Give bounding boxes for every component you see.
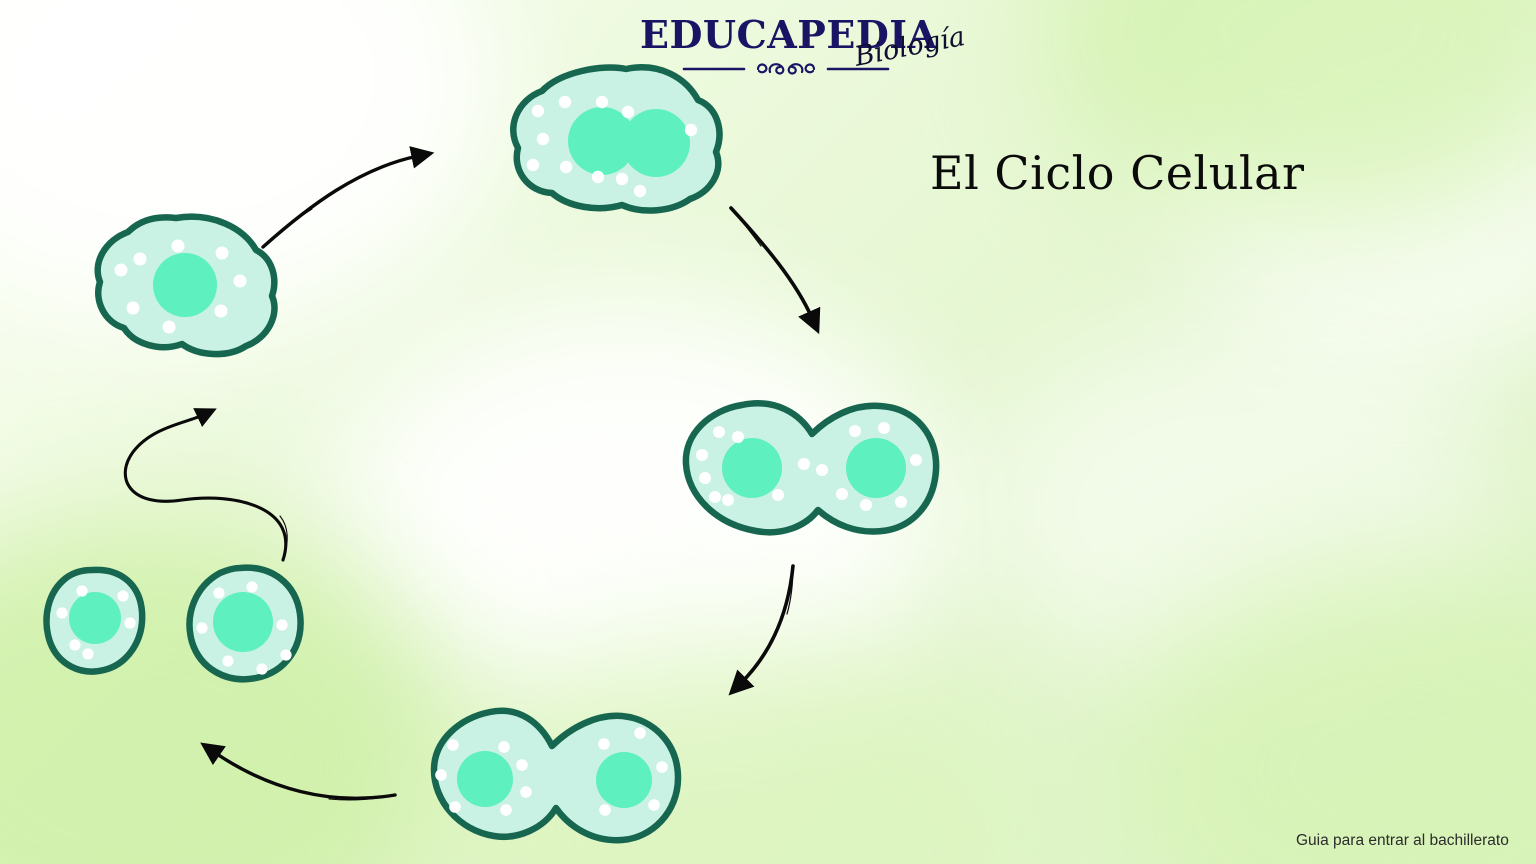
nucleus bbox=[69, 592, 121, 644]
arrow-cytokinesis-early-to-late bbox=[728, 564, 795, 696]
arrow-late-to-daughters bbox=[200, 742, 397, 801]
nucleus-pair bbox=[722, 438, 906, 498]
nucleus-pair bbox=[568, 107, 690, 177]
cytokinesis-late-cell[interactable] bbox=[430, 707, 682, 844]
logo-wordmark: EDUCAPEDIA bbox=[640, 12, 938, 57]
organelles bbox=[696, 422, 922, 511]
nucleus-dividing-cell[interactable] bbox=[510, 64, 723, 214]
organelles bbox=[196, 581, 292, 675]
cytokinesis-early-cell[interactable] bbox=[682, 400, 940, 536]
organelles bbox=[114, 239, 247, 334]
nucleus bbox=[153, 253, 217, 317]
organelles bbox=[56, 585, 136, 660]
arrow-interphase-to-mitosis bbox=[261, 146, 435, 249]
organelles bbox=[526, 95, 698, 198]
footer-note: Guia para entrar al bachillerato bbox=[1296, 832, 1509, 849]
nucleus-pair bbox=[457, 751, 652, 808]
educapedia-logo[interactable]: EDUCAPEDIA Biología bbox=[640, 16, 970, 82]
organelles bbox=[435, 727, 668, 816]
arrow-mitosis-to-cytokinesis-early bbox=[729, 206, 821, 335]
page-title: El Ciclo Celular bbox=[930, 146, 1305, 200]
arrow-daughters-to-interphase bbox=[123, 408, 288, 562]
scroll-flourish-icon bbox=[682, 63, 890, 75]
daughter-cell-left[interactable] bbox=[43, 566, 146, 675]
nucleus bbox=[213, 592, 273, 652]
daughter-cell-right[interactable] bbox=[186, 564, 304, 683]
interphase-cell[interactable] bbox=[94, 213, 278, 358]
